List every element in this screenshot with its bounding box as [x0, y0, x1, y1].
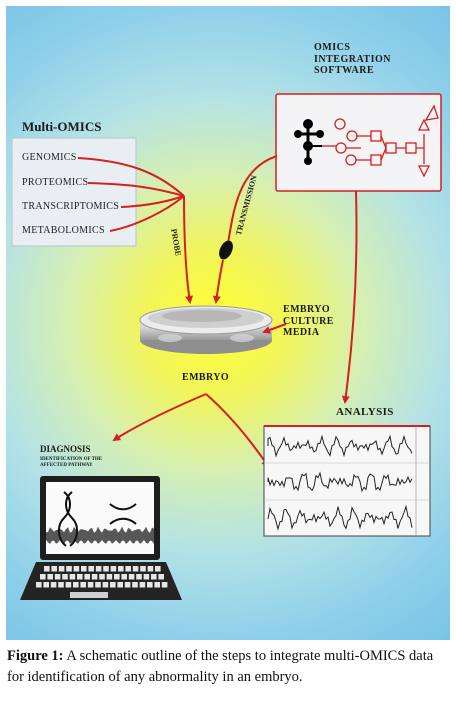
omics-item-metabolomics: METABOLOMICS [22, 225, 105, 236]
keyboard-key [51, 566, 57, 572]
keyboard-key [147, 582, 153, 588]
keyboard-key [81, 566, 87, 572]
keyboard-key [47, 574, 53, 580]
keyboard-key [73, 566, 80, 572]
keyboard-key [154, 582, 160, 588]
diagnosis-subtitle-line1: IDENTIFICATION OF THE [40, 457, 103, 462]
keyboard-key [43, 582, 49, 588]
keyboard-key [125, 566, 131, 572]
software-to-analysis-arrow [341, 190, 358, 404]
transmission-cable [226, 155, 278, 251]
keyboard-key [84, 574, 90, 580]
keyboard-key [69, 574, 76, 580]
keyboard-key [161, 582, 168, 588]
keyboard-key [118, 566, 124, 572]
caption-text: A schematic outline of the steps to inte… [7, 648, 434, 685]
keyboard-key [99, 574, 105, 580]
diagnosis-subtitle-line2: AFFECTED PATHWAY [40, 462, 93, 468]
software-label-line3: SOFTWARE [314, 65, 375, 76]
keyboard-key [87, 582, 94, 588]
keyboard-key [140, 566, 146, 572]
keyboard-key [147, 566, 154, 572]
embryo-label: EMBRYO [182, 372, 230, 383]
omics-list-box [11, 137, 137, 247]
petri-dish [139, 305, 273, 354]
keyboard-key [110, 566, 117, 572]
keyboard-key [95, 582, 101, 588]
culture-pointer-arrow [262, 323, 287, 334]
keyboard-key [136, 574, 142, 580]
keyboard-key [73, 582, 79, 588]
omics-item-proteomics: PROTEOMICS [22, 177, 89, 188]
keyboard-key [143, 574, 150, 580]
omics-item-transcriptomics: TRANSCRIPTOMICS [22, 201, 120, 212]
keyboard-key [88, 566, 94, 572]
keyboard-key [128, 574, 135, 580]
software-label-line2: INTEGRATION [314, 53, 391, 65]
software-label-line1: OMICS [314, 42, 351, 53]
keyboard-key [95, 566, 102, 572]
keyboard-key [102, 582, 109, 588]
omics-item-genomics: GENOMICS [22, 152, 77, 163]
keyboard-key [124, 582, 131, 588]
keyboard-key [62, 574, 68, 580]
keyboard-key [40, 574, 46, 580]
transmission-device [219, 240, 233, 260]
keyboard-key [132, 582, 138, 588]
diagram-panel: Multi-OMICS GENOMICS PROTEOMICS TRANSCRI… [6, 6, 450, 640]
keyboard-key [58, 566, 65, 572]
keyboard-key [65, 582, 72, 588]
keyboard-key [58, 582, 64, 588]
keyboard-key [117, 582, 123, 588]
chromosome-image [58, 491, 137, 547]
keyboard-key [36, 582, 42, 588]
diagram-graphics [11, 93, 442, 600]
keyboard-key [151, 574, 157, 580]
keyboard-key [91, 574, 98, 580]
figure-caption: Figure 1: A schematic outline of the ste… [7, 646, 451, 688]
keyboard-key [139, 582, 146, 588]
keyboard-key [106, 574, 113, 580]
keyboard-key [114, 574, 120, 580]
culture-label-line3: MEDIA [283, 327, 320, 338]
culture-label-line2: CULTURE [283, 315, 334, 327]
diagnosis-title: DIAGNOSIS [40, 444, 91, 454]
keyboard-key [132, 566, 139, 572]
software-label: OMICS INTEGRATION SOFTWARE [314, 42, 391, 77]
culture-label-line1: EMBRYO [283, 304, 331, 315]
keyboard-key [44, 566, 50, 572]
transmission-arrow [212, 259, 224, 304]
analysis-traces [263, 425, 431, 537]
keyboard-key [77, 574, 83, 580]
multi-omics-title: Multi-OMICS [22, 119, 102, 134]
keyboard-key [103, 566, 109, 572]
diagnosis-subtitle: IDENTIFICATION OF THE AFFECTED PATHWAY [40, 457, 102, 469]
omics-arrows [77, 157, 194, 304]
keyboard-key [121, 574, 127, 580]
culture-media-label: EMBRYO CULTURE MEDIA [283, 304, 334, 339]
keyboard-key [155, 566, 161, 572]
keyboard-key [50, 582, 57, 588]
embryo-branch-arrows [112, 393, 270, 468]
keyboard-key [110, 582, 116, 588]
caption-label: Figure 1: [7, 648, 64, 664]
keyboard-key [54, 574, 61, 580]
keyboard-key [80, 582, 86, 588]
keyboard-key [66, 566, 72, 572]
analysis-label: ANALYSIS [336, 406, 394, 418]
software-box [275, 93, 442, 192]
keyboard-key [158, 574, 164, 580]
pathway-network-icon [294, 104, 439, 178]
laptop-illustration [20, 476, 182, 600]
